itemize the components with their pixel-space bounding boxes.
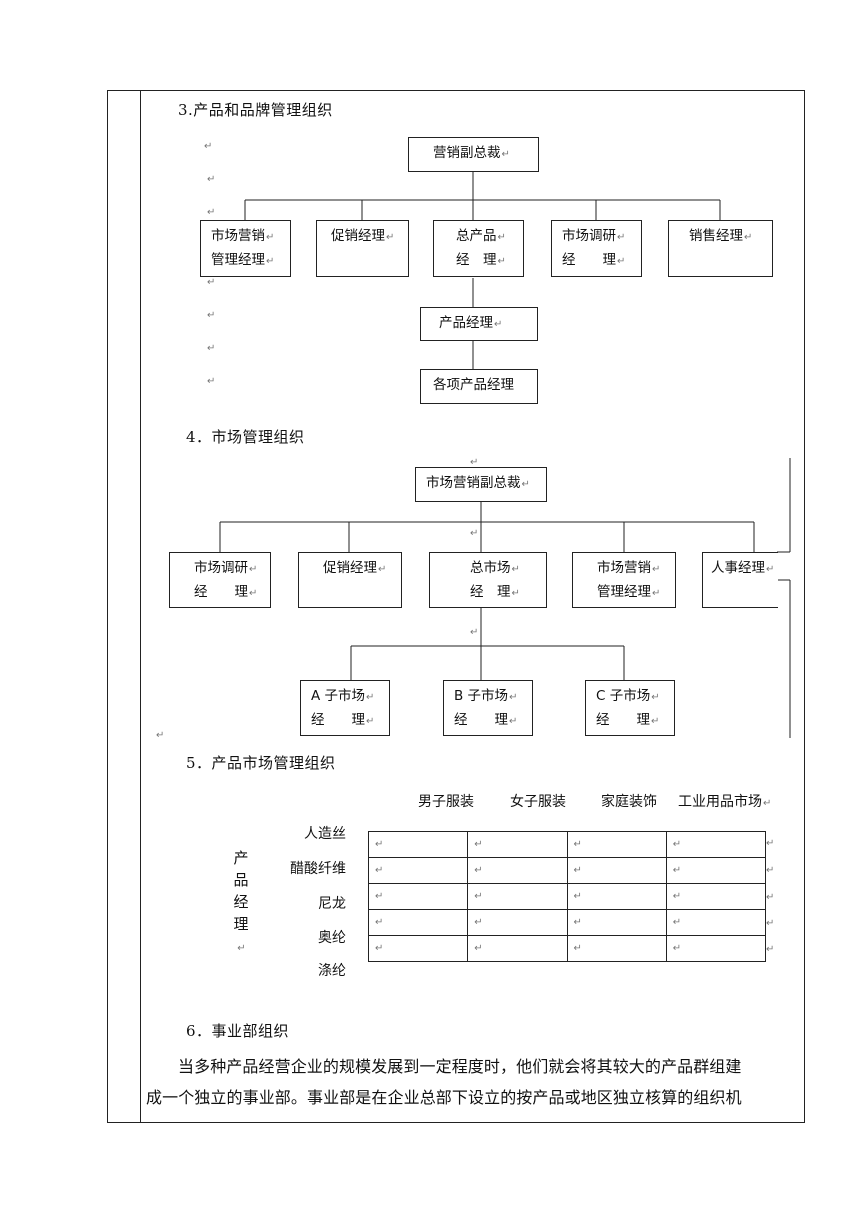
paragraph-line: 成一个独立的事业部。事业部是在企业总部下设立的按产品或地区独立核算的组织机 (146, 1088, 742, 1107)
table-cell: ↵ (566, 857, 667, 884)
product-market-matrix: ↵↵ ↵↵ ↵↵ ↵↵ ↵↵ ↵↵ ↵↵ ↵↵ ↵↵ ↵↵ (367, 831, 767, 962)
org-box-sub-market-c-manager: C 子市场↵ 经 理↵ (585, 680, 675, 736)
table-cell: ↵ (665, 883, 767, 910)
section3-heading: 3.产品和品牌管理组织 (178, 101, 333, 119)
column-header-industrial-market: 工业用品市场↵ (678, 794, 772, 810)
table-cell: ↵ (665, 935, 767, 962)
table-row: ↵↵ ↵↵ (367, 831, 767, 858)
row-label-polyester: 涤纶 (318, 963, 346, 976)
org-box-market-research-manager-2: 市场调研↵ 经 理↵ (169, 552, 271, 608)
return-mark: ↵ (766, 918, 775, 929)
paragraph-line: 当多种产品经营企业的规模发展到一定程度时，他们就会将其较大的产品群组建 (178, 1057, 742, 1076)
table-cell: ↵ (566, 935, 667, 962)
table-cell: ↵ (665, 909, 767, 936)
table-cell: ↵ (367, 857, 469, 884)
return-mark: ↵ (470, 457, 479, 468)
section5-heading: 5．产品市场管理组织 (186, 754, 336, 772)
table-cell: ↵ (367, 935, 469, 962)
table-row: ↵↵ ↵↵ (367, 883, 767, 910)
return-mark: ↵ (207, 376, 216, 387)
org-box-hr-manager: 人事经理↵ (702, 552, 778, 608)
org-box-marketing-mgmt-manager: 市场营销↵ 管理经理↵ (200, 220, 291, 277)
org-box-marketing-vp: 营销副总裁↵ (408, 137, 539, 172)
org-box-marketing-vp-2: 市场营销副总裁↵ (415, 467, 547, 502)
org-box-sales-manager: 销售经理↵ (668, 220, 773, 277)
org-box-promotion-manager-2: 促销经理↵ (298, 552, 402, 608)
table-cell: ↵ (566, 883, 667, 910)
return-mark: ↵ (207, 207, 216, 218)
table-cell: ↵ (566, 909, 667, 936)
row-label-acrylic: 奥纶 (318, 930, 346, 946)
return-mark: ↵ (204, 141, 213, 152)
return-mark: ↵ (156, 730, 165, 741)
table-cell: ↵ (467, 909, 568, 936)
row-label-nylon: 尼龙 (318, 896, 346, 912)
org-box-marketing-mgmt-manager-2: 市场营销↵ 管理经理↵ (572, 552, 676, 608)
column-header-mens-clothing: 男子服装 (418, 794, 474, 810)
table-cell: ↵ (467, 935, 568, 962)
return-mark: ↵ (207, 174, 216, 185)
table-cell: ↵ (467, 831, 568, 858)
table-row: ↵↵ ↵↵ (367, 857, 767, 884)
table-cell: ↵ (367, 831, 469, 858)
column-header-home-decor: 家庭装饰 (601, 794, 657, 810)
return-mark: ↵ (766, 892, 775, 903)
return-mark: ↵ (766, 944, 775, 955)
frame-left-column-divider (140, 90, 141, 1123)
org-box-market-research-manager: 市场调研↵ 经 理↵ (551, 220, 642, 277)
table-cell: ↵ (367, 883, 469, 910)
column-header-womens-clothing: 女子服装 (510, 794, 566, 810)
row-label-rayon: 人造丝 (304, 826, 346, 842)
org-box-general-product-manager: 总产品↵ 经 理↵ (433, 220, 524, 277)
org-box-sub-market-b-manager: B 子市场↵ 经 理↵ (443, 680, 533, 736)
table-cell: ↵ (367, 909, 469, 936)
row-label-acetate: 醋酸纤维 (290, 861, 346, 877)
section6-heading: 6．事业部组织 (186, 1022, 290, 1040)
table-cell: ↵ (566, 831, 667, 858)
org-box-promotion-manager: 促销经理↵ (316, 220, 409, 277)
org-box-product-manager: 产品经理↵ (420, 307, 538, 341)
return-mark: ↵ (207, 310, 216, 321)
org-box-item-product-managers: 各项产品经理 (420, 369, 538, 404)
table-row: ↵↵ ↵↵ (367, 935, 767, 962)
return-mark: ↵ (207, 343, 216, 354)
return-mark: ↵ (766, 838, 775, 849)
table-cell: ↵ (467, 857, 568, 884)
org-box-general-market-manager: 总市场↵ 经 理↵ (429, 552, 547, 608)
table-cell: ↵ (467, 883, 568, 910)
return-mark: ↵ (470, 528, 479, 539)
vertical-label-product-manager: 产 品 经 理↵ (233, 849, 249, 954)
table-row: ↵↵ ↵↵ (367, 909, 767, 936)
return-mark: ↵ (470, 627, 479, 638)
table-cell: ↵ (665, 857, 767, 884)
table-cell: ↵ (665, 831, 767, 858)
section4-heading: 4．市场管理组织 (186, 428, 305, 446)
page-frame (107, 90, 805, 1123)
return-mark: ↵ (766, 865, 775, 876)
org-box-sub-market-a-manager: A 子市场↵ 经 理↵ (300, 680, 390, 736)
return-mark: ↵ (207, 277, 216, 288)
